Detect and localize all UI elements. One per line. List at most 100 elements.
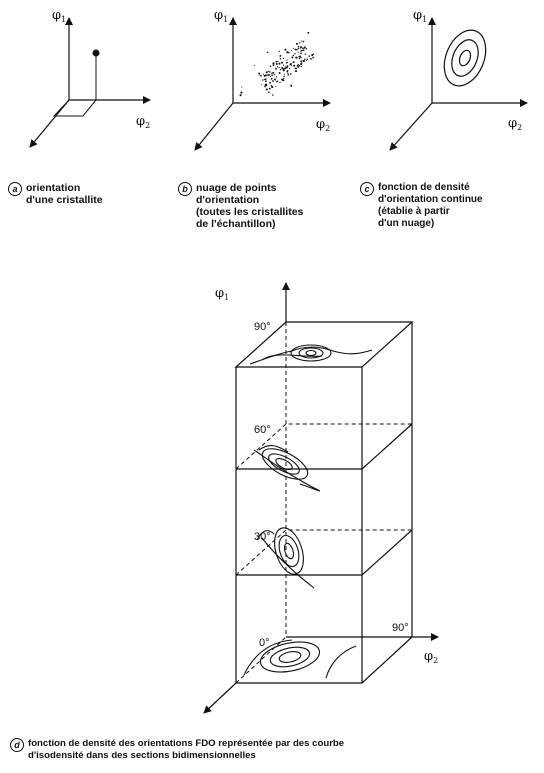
orientation-point xyxy=(270,85,273,87)
orientation-point xyxy=(303,60,305,63)
orientation-point xyxy=(279,54,282,57)
orientation-point xyxy=(253,64,255,67)
orientation-point xyxy=(290,49,293,52)
orientation-point xyxy=(263,74,266,77)
orientation-point xyxy=(283,69,286,71)
phi2-label-b: φ xyxy=(316,117,325,132)
orientation-point xyxy=(282,57,285,60)
orientation-point xyxy=(285,66,288,69)
orientation-point xyxy=(265,83,267,85)
caption-b-badge: b xyxy=(178,182,192,196)
orientation-point xyxy=(92,49,100,57)
orientation-point xyxy=(300,65,302,68)
caption-c: c fonction de densité d'orientation cont… xyxy=(360,182,483,230)
orientation-point xyxy=(301,49,304,51)
orientation-point xyxy=(289,67,291,70)
orientation-point xyxy=(284,67,287,70)
orientation-point xyxy=(300,50,302,52)
svg-text:φ1: φ1 xyxy=(413,8,427,24)
phi-axis-d xyxy=(203,682,237,714)
orientation-point xyxy=(282,68,285,70)
orientation-point xyxy=(286,51,289,54)
caption-c-line: d'un nuage) xyxy=(378,218,435,229)
contours-30 xyxy=(256,527,315,589)
orientation-point xyxy=(286,61,288,63)
orientation-point xyxy=(264,85,266,88)
orientation-point xyxy=(305,47,308,50)
orientation-point xyxy=(265,71,268,74)
orientation-point xyxy=(272,72,275,74)
svg-text:φ1: φ1 xyxy=(215,286,229,302)
orientation-point xyxy=(281,78,283,81)
caption-b-line: de l'échantillon) xyxy=(196,218,276,230)
phi2-label-c: φ xyxy=(508,116,517,131)
phi1-label-d: φ xyxy=(215,286,224,301)
orientation-point xyxy=(300,52,302,55)
caption-a-line: d'une cristallite xyxy=(26,194,103,206)
orientation-point xyxy=(267,74,270,77)
orientation-point xyxy=(276,80,279,82)
orientation-point xyxy=(302,40,305,43)
orientation-point xyxy=(275,67,277,70)
orientation-point xyxy=(283,64,285,66)
orientation-point xyxy=(304,58,306,60)
svg-text:φ1: φ1 xyxy=(52,8,66,24)
orientation-point xyxy=(266,51,269,54)
caption-d-line: d'isodensité dans des sections bidimensi… xyxy=(28,750,256,761)
orientation-point xyxy=(275,85,277,87)
orientation-point xyxy=(272,62,275,65)
caption-d-line: fonction de densité des orientations FDO… xyxy=(28,738,345,749)
orientation-point xyxy=(307,31,310,34)
orientation-point xyxy=(310,58,312,60)
caption-b-line: (toutes les cristallites xyxy=(196,206,304,218)
orientation-point xyxy=(275,63,278,65)
orientation-point xyxy=(240,91,243,94)
orientation-point xyxy=(295,42,299,45)
orientation-point xyxy=(288,51,290,54)
orientation-point xyxy=(298,58,301,60)
caption-a-line: orientation xyxy=(26,182,81,194)
density-contour-inner xyxy=(458,49,472,67)
phi-axis xyxy=(194,102,234,151)
orientation-point xyxy=(260,75,262,77)
orientation-point xyxy=(278,66,280,69)
orientation-point xyxy=(300,63,303,66)
orientation-point xyxy=(292,54,295,57)
contours-60 xyxy=(253,444,320,492)
orientation-point xyxy=(302,47,304,50)
contours-90 xyxy=(249,344,373,365)
orientation-point xyxy=(296,65,298,67)
orientation-point xyxy=(285,66,287,68)
orientation-point xyxy=(262,73,265,75)
orientation-point xyxy=(308,55,311,57)
orientation-point xyxy=(267,91,270,94)
orientation-point xyxy=(290,73,292,75)
orientation-point xyxy=(294,70,298,73)
svg-text:φ2: φ2 xyxy=(508,116,522,132)
contours-0 xyxy=(243,639,357,679)
orientation-point xyxy=(291,63,293,65)
orientation-point xyxy=(276,66,279,68)
orientation-point xyxy=(283,78,285,80)
panel-c-diagram xyxy=(389,17,528,151)
svg-text:φ2: φ2 xyxy=(424,649,438,665)
phi2-label-a: φ xyxy=(136,114,145,129)
orientation-point xyxy=(297,51,299,53)
density-contour-outer xyxy=(443,29,487,87)
caption-a-badge: a xyxy=(8,182,22,196)
isodensity-contours xyxy=(243,344,373,679)
orientation-point xyxy=(241,86,243,88)
orientation-point xyxy=(287,74,290,76)
orientation-point xyxy=(294,53,296,55)
panel-a-diagram xyxy=(29,17,151,148)
orientation-point xyxy=(300,60,303,63)
orientation-point xyxy=(274,78,276,81)
caption-b-line: nuage de points xyxy=(196,182,277,194)
orientation-point xyxy=(272,74,274,76)
caption-c-line: fonction de densité xyxy=(378,182,470,193)
orientation-point xyxy=(290,64,292,66)
orientation-point xyxy=(268,87,271,90)
orientation-point xyxy=(279,68,282,71)
svg-text:φ1: φ1 xyxy=(214,8,228,24)
